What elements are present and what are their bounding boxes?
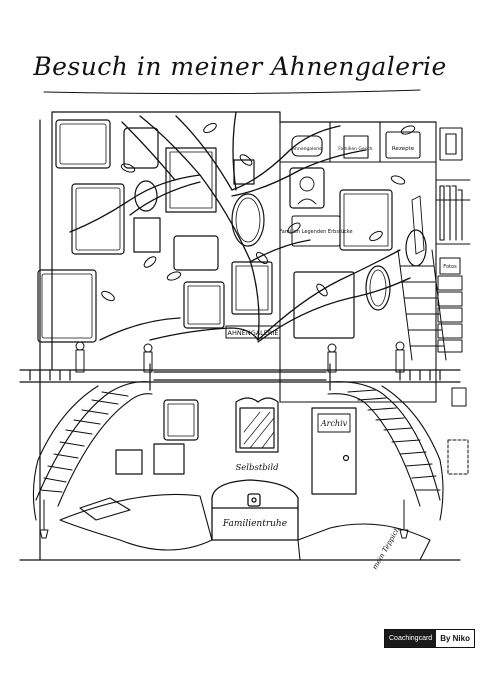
frame-1 [55, 119, 111, 169]
frame-17 [289, 167, 325, 209]
right-staircase [327, 381, 444, 521]
carpet [59, 493, 431, 561]
frame-10 [37, 269, 97, 343]
frame-3 [165, 147, 217, 213]
family-chest [211, 479, 299, 541]
frame-13 [339, 189, 393, 251]
frame-6 [133, 217, 161, 253]
lower-frame-2 [115, 449, 143, 475]
frame-8 [231, 193, 265, 247]
archiv-label: Archiv [320, 419, 348, 428]
lower-frame-3 [153, 443, 185, 475]
brand-author: By Niko [436, 630, 474, 647]
title-underline [43, 89, 421, 95]
lower-frames [115, 399, 199, 475]
selbstbild-label: Selbstbild [235, 463, 279, 473]
frame-11 [183, 281, 225, 329]
right-ladder [397, 249, 447, 361]
small-box-label: Fotos [443, 264, 457, 270]
frame-7 [173, 235, 219, 271]
right-boxes [437, 257, 463, 353]
balcony-posts [75, 341, 405, 373]
archive-door [311, 407, 357, 495]
carpet-label: mein Teppich [371, 526, 402, 571]
balcony [19, 363, 461, 391]
book-title: Familien Legenden Erbstücke [279, 229, 352, 235]
family-book [291, 215, 341, 247]
frame-9 [233, 159, 255, 185]
shelf-jar-label: Ahnengalerie [292, 146, 322, 152]
left-staircase [32, 381, 153, 521]
shelf-book-label: Familien Gesch. [338, 146, 373, 152]
shelf-box-label: Rezepte [392, 146, 415, 152]
brand-name: Coachingcard [385, 630, 437, 647]
familientruhe-label: Familientruhe [222, 519, 287, 529]
frame-4 [134, 180, 158, 212]
frame-14 [365, 265, 391, 311]
wall-frames [37, 119, 427, 343]
brand-logo: Coachingcard By Niko [384, 629, 475, 648]
page-title: Besuch in meiner Ahnengalerie [33, 52, 447, 81]
leaves [101, 122, 416, 302]
ahnengalerie-sign: AHNENGALERIE [228, 329, 279, 337]
frame-5 [71, 183, 125, 255]
stamp-frame [447, 439, 469, 475]
selbstbild-mirror [235, 397, 279, 453]
small-frame-right [451, 387, 467, 407]
frame-12 [231, 261, 273, 315]
frame-2 [123, 127, 159, 169]
bookshelf [279, 121, 471, 403]
frame-16 [293, 271, 355, 339]
lower-frame-1 [163, 399, 199, 441]
